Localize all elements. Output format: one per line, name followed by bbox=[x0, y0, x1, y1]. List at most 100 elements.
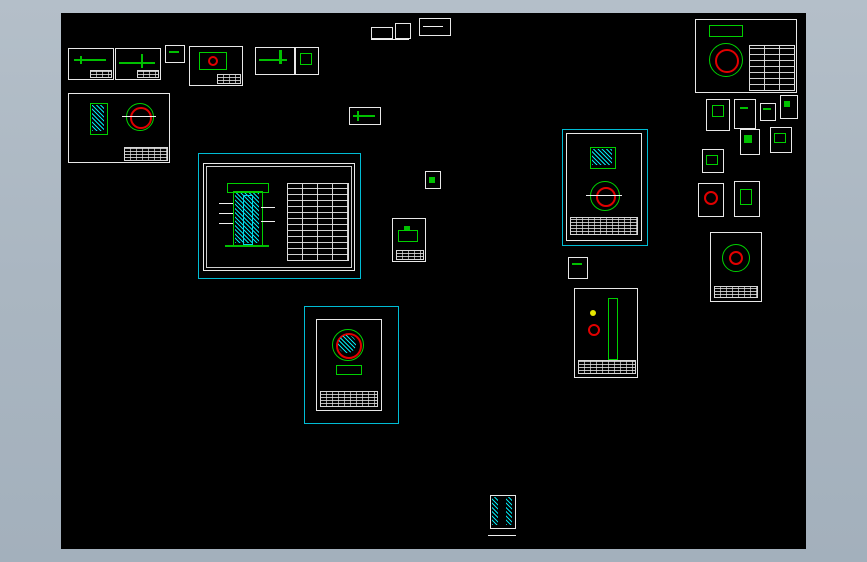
sheet-thumb-top-2[interactable] bbox=[419, 18, 453, 38]
sheet-border bbox=[349, 107, 381, 125]
sheet-thumb-8[interactable] bbox=[568, 257, 590, 281]
sheet-thumb-9[interactable] bbox=[706, 99, 732, 133]
part-outline bbox=[398, 230, 418, 242]
part-outline bbox=[80, 56, 82, 64]
sheet-thumb-3[interactable] bbox=[165, 45, 185, 63]
housing-part-drawing[interactable] bbox=[566, 133, 642, 241]
flange-outer-circle bbox=[332, 329, 364, 361]
part-outline bbox=[119, 62, 155, 64]
sheet-thumb-4[interactable] bbox=[189, 46, 243, 86]
dimension-line bbox=[423, 26, 443, 27]
centerline bbox=[586, 195, 622, 196]
sheet-border bbox=[695, 19, 797, 93]
sheet-thumb-16[interactable] bbox=[698, 183, 726, 219]
title-block bbox=[320, 391, 378, 407]
sheet-thumb-7[interactable] bbox=[425, 171, 443, 191]
dimension-line bbox=[371, 39, 409, 40]
part-outline bbox=[706, 155, 718, 165]
sheet-thumb-10[interactable] bbox=[734, 99, 758, 133]
sheet-border bbox=[702, 149, 724, 173]
sheet-border bbox=[395, 23, 411, 39]
outer-circle bbox=[590, 181, 620, 211]
sheet-border bbox=[574, 288, 638, 378]
assembly-drawing-selection[interactable] bbox=[198, 153, 361, 279]
part-outline bbox=[141, 54, 143, 68]
detail-view-small[interactable] bbox=[349, 107, 383, 127]
sheet-thumb-17[interactable] bbox=[734, 181, 762, 219]
disc-inner bbox=[729, 251, 743, 265]
housing-drawing-selection[interactable] bbox=[562, 129, 648, 246]
sheet-border bbox=[419, 18, 451, 36]
flange-hatch bbox=[338, 335, 356, 353]
gear-section-view bbox=[90, 103, 108, 135]
sheet-border bbox=[734, 99, 756, 129]
dimension-line bbox=[488, 535, 516, 536]
centerline bbox=[122, 116, 156, 117]
flange-part-drawing[interactable] bbox=[316, 319, 382, 411]
title-block bbox=[217, 74, 241, 84]
sheet-border bbox=[165, 45, 185, 63]
part-outline bbox=[404, 226, 410, 230]
title-block bbox=[396, 250, 424, 260]
sheet-thumb-13[interactable] bbox=[740, 129, 762, 157]
inner-border bbox=[206, 166, 352, 268]
sheet-thumb-15[interactable] bbox=[702, 149, 726, 175]
sheet-border bbox=[203, 163, 355, 271]
part-outline bbox=[429, 177, 435, 183]
bushing-view[interactable] bbox=[488, 491, 518, 541]
sheet-thumb-1[interactable] bbox=[68, 48, 114, 80]
part-outline bbox=[763, 108, 771, 110]
title-block bbox=[124, 147, 168, 161]
sheet-thumb-11[interactable] bbox=[760, 103, 778, 123]
section-hatch bbox=[92, 105, 104, 131]
model-space-canvas[interactable] bbox=[61, 13, 806, 549]
outline bbox=[490, 495, 516, 529]
sheet-border bbox=[295, 47, 319, 75]
title-block bbox=[90, 70, 112, 78]
sheet-thumb-6[interactable] bbox=[295, 47, 319, 75]
gear-teeth-top bbox=[227, 183, 269, 193]
part-outline bbox=[353, 115, 375, 117]
sheet-border bbox=[371, 27, 393, 39]
part-circle bbox=[704, 191, 718, 205]
sheet-border bbox=[316, 319, 382, 411]
cover-part-drawing[interactable] bbox=[695, 19, 797, 93]
sheet-thumb-top-1[interactable] bbox=[371, 23, 413, 41]
disc-part-drawing[interactable] bbox=[392, 218, 428, 264]
flange-drawing-selection[interactable] bbox=[304, 306, 399, 424]
gear-part-drawing[interactable] bbox=[68, 93, 170, 163]
part-outline bbox=[259, 59, 287, 61]
part-outline bbox=[744, 135, 752, 143]
sheet-border bbox=[566, 133, 642, 241]
sheet-border bbox=[68, 48, 114, 80]
leader-line bbox=[219, 213, 233, 214]
sheet-border bbox=[780, 95, 798, 119]
sheet-border bbox=[68, 93, 170, 163]
title-block bbox=[578, 360, 636, 374]
part-outline bbox=[712, 105, 724, 117]
disc-drawing-right[interactable] bbox=[710, 232, 762, 302]
section-hatch bbox=[235, 193, 259, 243]
sheet-border bbox=[734, 181, 760, 217]
sheet-border bbox=[740, 129, 760, 155]
sheet-thumb-2[interactable] bbox=[115, 48, 161, 80]
sheet-border bbox=[255, 47, 295, 75]
leader-line bbox=[261, 207, 275, 208]
sheet-thumb-12[interactable] bbox=[780, 95, 800, 121]
center-mark bbox=[208, 56, 218, 66]
sheet-thumb-5[interactable] bbox=[255, 47, 295, 75]
part-outline bbox=[279, 50, 282, 64]
title-block bbox=[714, 286, 758, 298]
section-circle bbox=[588, 324, 600, 336]
section-hatch bbox=[592, 149, 612, 165]
assembly-drawing[interactable] bbox=[203, 163, 355, 271]
sheet-border bbox=[568, 257, 588, 279]
disc-outer bbox=[722, 244, 750, 272]
gear-outer-circle bbox=[126, 103, 154, 131]
shaft-outline bbox=[608, 298, 618, 360]
part-outline bbox=[357, 111, 359, 121]
sheet-thumb-14[interactable] bbox=[770, 127, 794, 155]
shaft-part-drawing[interactable] bbox=[574, 288, 638, 378]
title-block bbox=[570, 217, 638, 235]
